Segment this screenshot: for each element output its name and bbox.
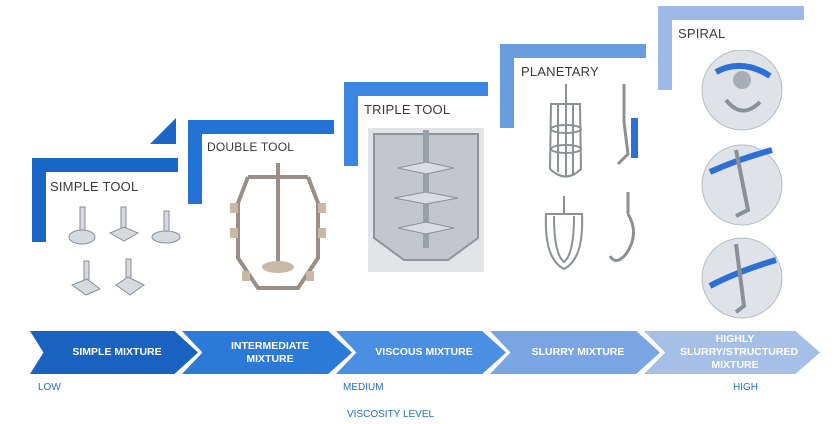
step-label-triple-tool: TRIPLE TOOL bbox=[364, 102, 450, 117]
step-label-simple-tool: SIMPLE TOOL bbox=[50, 179, 138, 194]
viscosity-low: LOW bbox=[38, 382, 61, 393]
planetary-tools-icon bbox=[536, 84, 656, 284]
chevron-slurry-mixture: SLURRY MIXTURE bbox=[490, 331, 660, 374]
chevron-intermediate-mixture: INTERMEDIATE MIXTURE bbox=[182, 331, 352, 374]
anchor-agitator-icon bbox=[228, 163, 328, 305]
chevron-label: SLURRY MIXTURE bbox=[532, 346, 625, 359]
spiral-hook-icon bbox=[696, 50, 788, 320]
step-label-planetary: PLANETARY bbox=[521, 64, 599, 79]
triple-impeller-vessel-icon bbox=[368, 128, 484, 272]
chevron-highly-slurry-mixture: HIGHLY SLURRY/STRUCTURED MIXTURE bbox=[644, 331, 820, 374]
propeller-agitators-icon bbox=[60, 205, 190, 305]
viscosity-high: HIGH bbox=[733, 382, 758, 393]
chevron-label: SIMPLE MIXTURE bbox=[72, 346, 161, 359]
step-arrow-corner bbox=[150, 118, 176, 144]
chevron-simple-mixture: SIMPLE MIXTURE bbox=[30, 331, 198, 374]
chevron-label: HIGHLY SLURRY/STRUCTURED MIXTURE bbox=[680, 333, 790, 372]
chevron-label: VISCOUS MIXTURE bbox=[375, 346, 472, 359]
viscosity-axis-label: VISCOSITY LEVEL bbox=[347, 409, 434, 420]
step-label-spiral: SPIRAL bbox=[678, 26, 725, 41]
step-label-double-tool: DOUBLE TOOL bbox=[207, 140, 294, 154]
chevron-viscous-mixture: VISCOUS MIXTURE bbox=[336, 331, 506, 374]
viscosity-medium: MEDIUM bbox=[343, 382, 384, 393]
chevron-label: INTERMEDIATE MIXTURE bbox=[228, 340, 312, 366]
